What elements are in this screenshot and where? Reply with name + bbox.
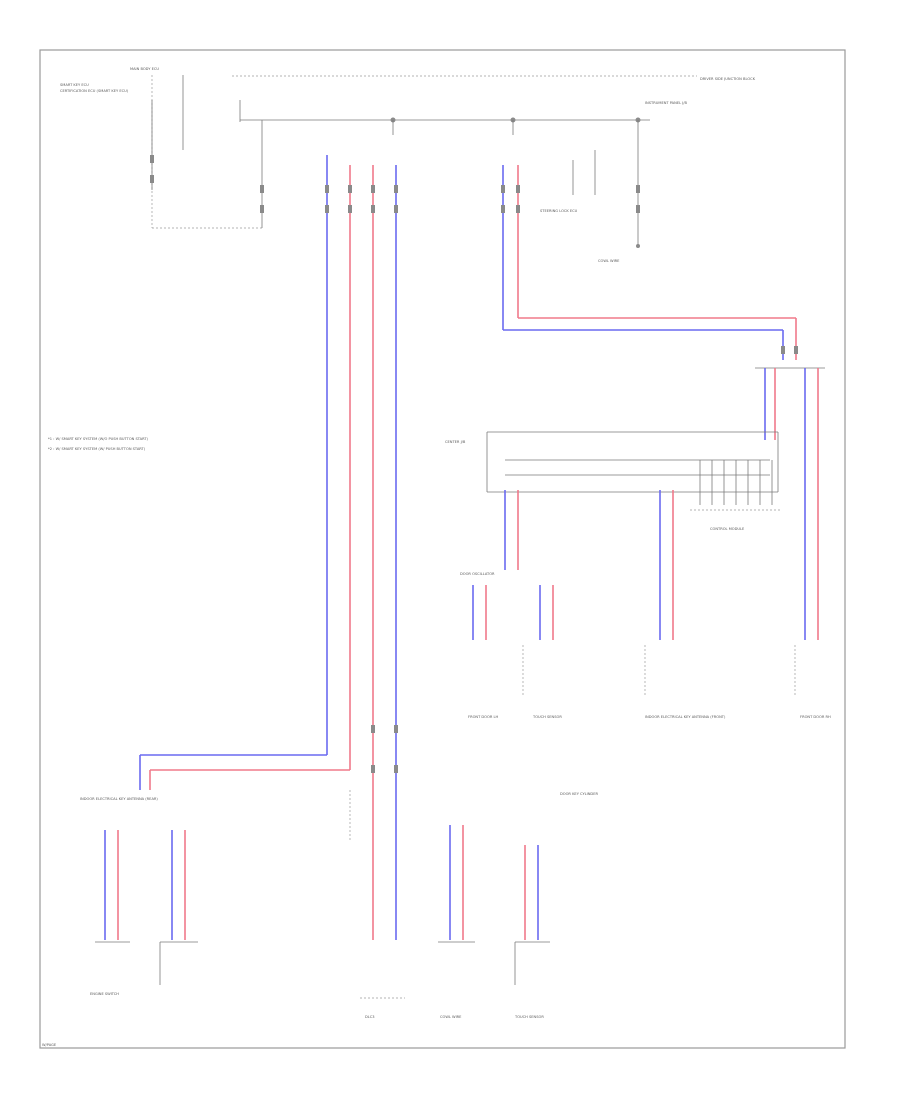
label-antenna-rear: INDOOR ELECTRICAL KEY ANTENNA (REAR)	[80, 797, 158, 801]
conn-l5	[371, 185, 375, 193]
label-key-cylinder: DOOR KEY CYLINDER	[560, 792, 598, 796]
conn-l2	[325, 205, 329, 213]
note-1: *1 : W/ SMART KEY SYSTEM (W/O PUSH BUTTO…	[48, 437, 149, 441]
label-ctrl-module: CONTROL MODULE	[710, 527, 745, 531]
conn-tl-4	[260, 205, 264, 213]
label-cowl-wire-2: COWL WIRE	[440, 1015, 462, 1019]
conn-l8	[394, 205, 398, 213]
label-touch-sensor-2: TOUCH SENSOR	[514, 1015, 544, 1019]
label-cowl-wire: COWL WIRE	[598, 259, 620, 263]
label-certification-ecu: CERTIFICATION ECU (SMART KEY ECU)	[60, 89, 129, 93]
conn-l9	[371, 725, 375, 733]
conn-l10	[394, 725, 398, 733]
label-engine-switch: ENGINE SWITCH	[90, 992, 119, 996]
conn-l6	[371, 205, 375, 213]
label-front-door-rh: FRONT DOOR RH	[800, 715, 831, 719]
conn-r5	[781, 346, 785, 354]
conn-gnd-2	[636, 205, 640, 213]
conn-r3	[516, 185, 520, 193]
conn-r2	[501, 205, 505, 213]
label-antenna-front: INDOOR ELECTRICAL KEY ANTENNA (FRONT)	[645, 715, 726, 719]
note-2: *2 : W/ SMART KEY SYSTEM (W/ PUSH BUTTON…	[48, 447, 146, 451]
label-driver-side-jb: DRIVER SIDE JUNCTION BLOCK	[700, 77, 756, 81]
label-main-body-ecu: MAIN BODY ECU	[130, 67, 159, 71]
label-steering-lock: STEERING LOCK ECU	[540, 209, 578, 213]
conn-l12	[394, 765, 398, 773]
label-instrument-panel: INSTRUMENT PANEL J/B	[645, 101, 688, 105]
label-front-door-lh: FRONT DOOR LH	[468, 715, 498, 719]
diagram-frame	[39, 49, 846, 1049]
conn-tl-2	[150, 175, 154, 183]
conn-l3	[348, 185, 352, 193]
conn-l4	[348, 205, 352, 213]
label-dlc3: DLC3	[365, 1015, 375, 1019]
label-oscillator: DOOR OSCILLATOR	[460, 572, 495, 576]
conn-tl-1	[150, 155, 154, 163]
label-touch-sensor: TOUCH SENSOR	[532, 715, 562, 719]
footer-code: W/PAGE	[42, 1043, 57, 1047]
conn-l11	[371, 765, 375, 773]
conn-l1	[325, 185, 329, 193]
ground-point	[636, 244, 640, 248]
conn-r4	[516, 205, 520, 213]
label-center-jb: CENTER J/B	[445, 440, 466, 444]
conn-l7	[394, 185, 398, 193]
conn-gnd-1	[636, 185, 640, 193]
conn-r1	[501, 185, 505, 193]
conn-r6	[794, 346, 798, 354]
conn-tl-3	[260, 185, 264, 193]
label-smart-key-ecu: SMART KEY ECU	[60, 83, 89, 87]
